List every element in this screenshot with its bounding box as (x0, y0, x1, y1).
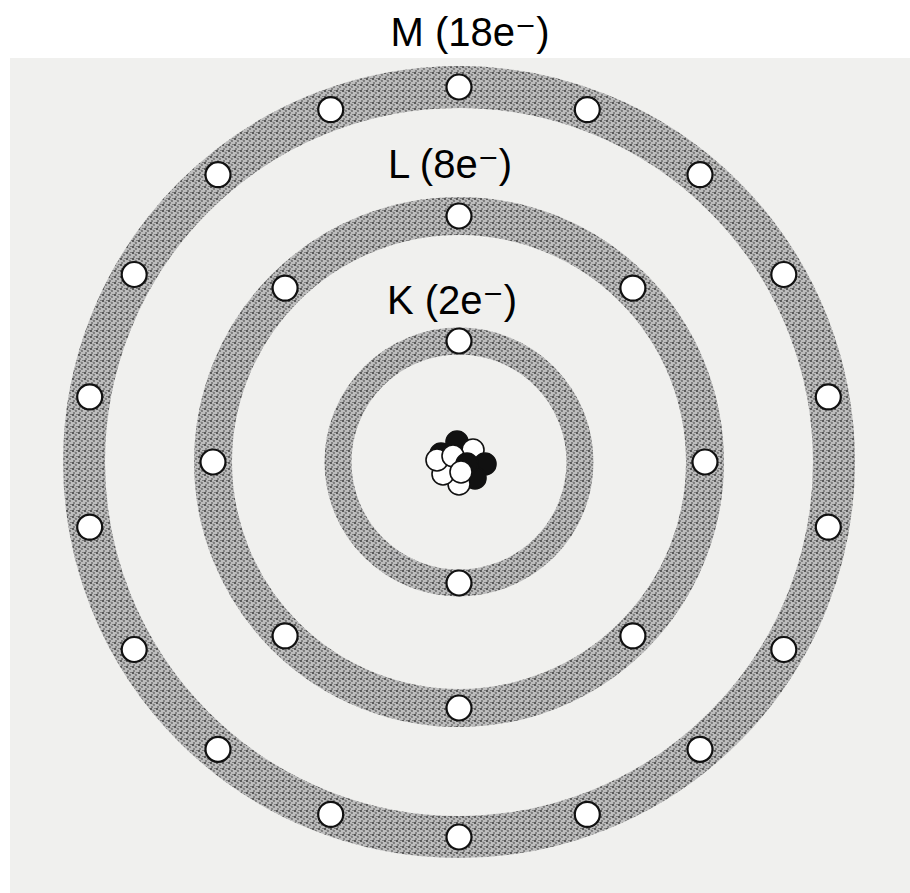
electron (206, 162, 231, 187)
electron (447, 571, 472, 596)
shell-label: L (8e⁻) (388, 144, 512, 184)
electron (620, 623, 645, 648)
shell-label: K (2e⁻) (387, 280, 517, 320)
electron (771, 637, 796, 662)
electron (816, 515, 841, 540)
electron (318, 802, 343, 827)
shell-band (84, 87, 834, 837)
electron (447, 696, 472, 721)
shell-band (213, 216, 705, 708)
electron (77, 384, 102, 409)
electron (447, 204, 472, 229)
electron (273, 623, 298, 648)
electron (575, 802, 600, 827)
electron (122, 262, 147, 287)
electron (77, 515, 102, 540)
electron (620, 276, 645, 301)
electron (201, 450, 226, 475)
electron (771, 262, 796, 287)
proton (450, 461, 472, 483)
electron (318, 97, 343, 122)
electron (447, 825, 472, 850)
electron (693, 450, 718, 475)
electron (206, 737, 231, 762)
electron (273, 276, 298, 301)
electron (447, 75, 472, 100)
electron (816, 384, 841, 409)
electron (122, 637, 147, 662)
shell-label: M (18e⁻) (391, 12, 550, 52)
electron (688, 162, 713, 187)
electron (447, 329, 472, 354)
shell-band (338, 341, 580, 583)
electron (575, 97, 600, 122)
electron (688, 737, 713, 762)
